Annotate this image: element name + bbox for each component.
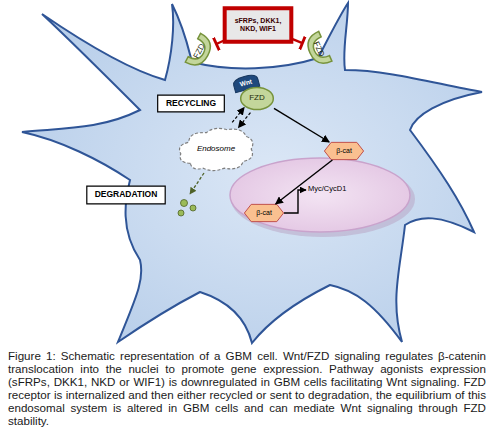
node-text: Endosome (197, 145, 235, 154)
node-text: RECYCLING (166, 99, 216, 108)
node-text: DEGRADATION (95, 190, 158, 199)
degradation-arrow (190, 173, 204, 194)
recycling-arrow (238, 113, 250, 128)
node-text: β-cat (256, 209, 272, 217)
gene-label: Myc/CycD1 (308, 184, 346, 193)
inhibition-line (292, 39, 302, 43)
process-label-box: RECYCLING (157, 95, 225, 112)
beta-catenin: β-cat (244, 204, 284, 222)
nucleus (230, 158, 410, 232)
recycling-arrow (232, 107, 244, 122)
node-text: sFRPs, DKK1, NKD, WIF1 (224, 17, 292, 32)
degraded-vesicle (178, 210, 184, 216)
cell-membrane (22, 3, 482, 343)
node-text: FZD (249, 94, 265, 103)
figure-caption: Figure 1: Schematic representation of a … (8, 349, 486, 427)
cell-illustration (0, 0, 494, 345)
beta-catenin: β-cat (324, 142, 364, 160)
process-label-box: DEGRADATION (86, 186, 166, 204)
degraded-vesicle (190, 205, 196, 211)
endosome-cloud: Endosome (176, 125, 256, 173)
gene-arrow (284, 190, 306, 213)
node-text: β-cat (336, 147, 352, 155)
degraded-vesicle (181, 200, 188, 207)
fzd-receptor: FZD (240, 86, 274, 110)
signal-arrow (276, 160, 333, 204)
inhibitor-box: sFRPs, DKK1, NKD, WIF1 (224, 8, 292, 42)
signal-arrow (274, 108, 329, 142)
